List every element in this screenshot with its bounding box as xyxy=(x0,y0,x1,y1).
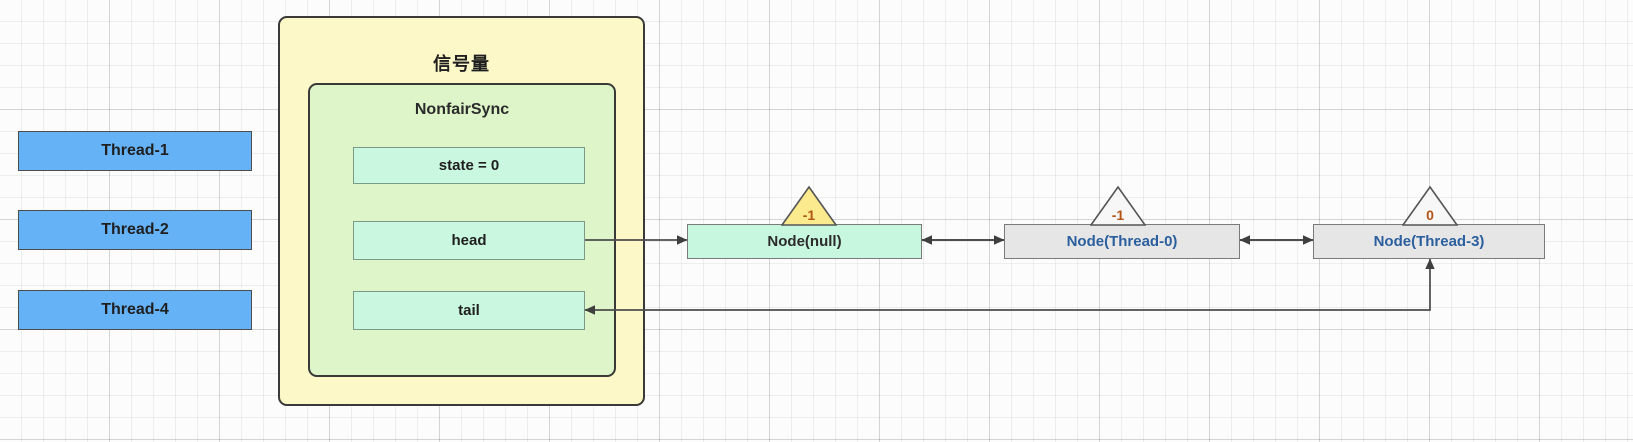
queue-node-0[interactable]: Node(null) xyxy=(687,224,922,259)
thread-box-1[interactable]: Thread-1 xyxy=(18,131,252,171)
waitstatus-triangle-1: -1 xyxy=(1090,186,1146,226)
queue-node-1[interactable]: Node(Thread-0) xyxy=(1004,224,1240,259)
thread-box-4[interactable]: Thread-4 xyxy=(18,290,252,330)
waitstatus-label: -1 xyxy=(802,207,816,223)
thread-box-2[interactable]: Thread-2 xyxy=(18,210,252,250)
field-label: tail xyxy=(458,302,480,319)
queue-node-label: Node(Thread-3) xyxy=(1373,233,1485,250)
queue-node-label: Node(Thread-0) xyxy=(1066,233,1178,250)
field-box-head[interactable]: head xyxy=(353,221,585,260)
nonfairsync-title: NonfairSync xyxy=(414,101,510,118)
thread-box-label: Thread-4 xyxy=(101,301,169,318)
semaphore-title: 信号量 xyxy=(433,54,490,74)
thread-box-label: Thread-1 xyxy=(101,142,169,159)
waitstatus-label: 0 xyxy=(1426,207,1434,223)
queue-node-label: Node(null) xyxy=(767,233,842,250)
field-label: state = 0 xyxy=(438,157,500,174)
waitstatus-label: -1 xyxy=(1111,207,1125,223)
waitstatus-triangle-0: -1 xyxy=(781,186,837,226)
field-label: head xyxy=(451,232,487,249)
queue-node-2[interactable]: Node(Thread-3) xyxy=(1313,224,1545,259)
waitstatus-triangle-2: 0 xyxy=(1402,186,1458,226)
field-box-tail[interactable]: tail xyxy=(353,291,585,330)
field-box-state[interactable]: state = 0 xyxy=(353,147,585,184)
thread-box-label: Thread-2 xyxy=(101,221,169,238)
